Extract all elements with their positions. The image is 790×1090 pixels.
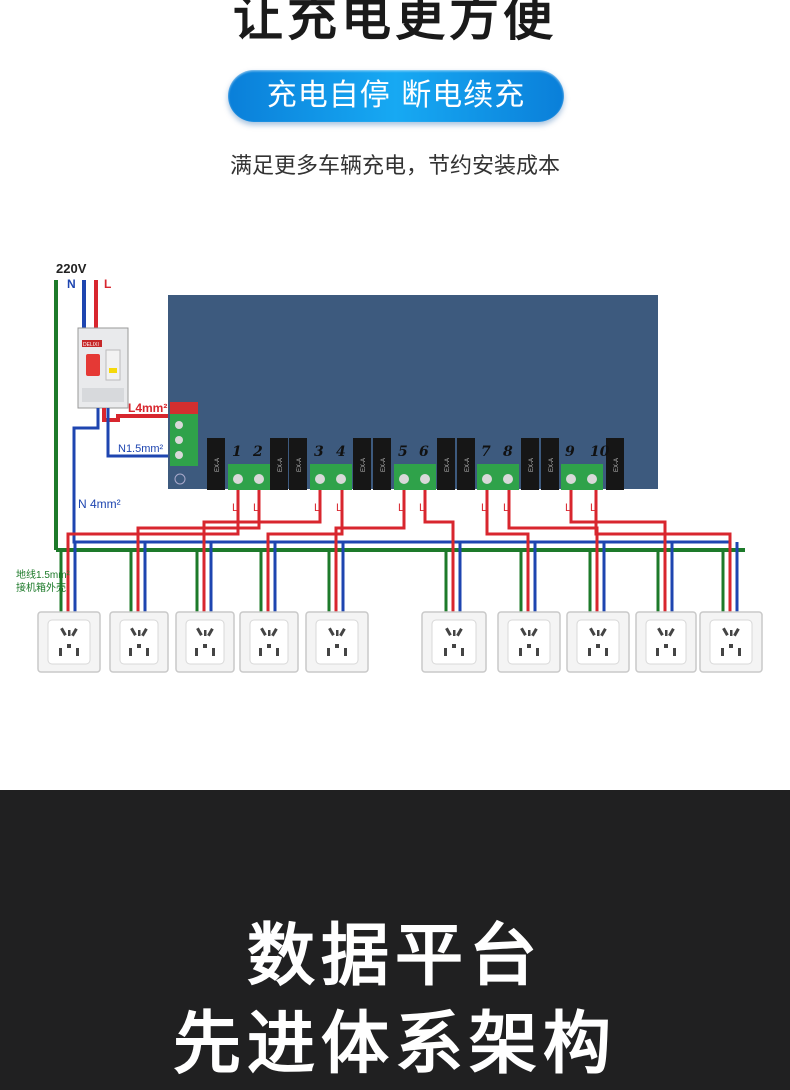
port-number-2: 2 xyxy=(252,444,263,460)
outlet-6 xyxy=(421,611,487,673)
terminal-2 xyxy=(310,464,352,490)
relay-label: EX-A xyxy=(614,458,620,472)
n4-label: N 4mm² xyxy=(78,497,121,511)
port-number-9: 9 xyxy=(565,444,575,460)
subline: 满足更多车辆充电，节约安装成本 xyxy=(229,154,560,179)
control-board xyxy=(168,295,658,489)
outlet-7 xyxy=(497,611,561,673)
top-section: 让充电更方便 充电自停 断电续充 满足更多车辆充电，节约安装成本 220V N … xyxy=(16,0,763,673)
port-number-7: 7 xyxy=(481,444,491,460)
voltage-label: 220V xyxy=(56,261,87,276)
n15-label: N1.5mm² xyxy=(118,443,164,455)
relay-6: EX-A xyxy=(437,438,455,490)
port-number-4: 4 xyxy=(336,444,346,460)
relay-1: EX-A xyxy=(207,438,225,490)
port-number-5: 5 xyxy=(398,444,408,460)
n-label: N xyxy=(67,277,76,291)
relay-3: EX-A xyxy=(289,438,307,490)
l-tag-10: L xyxy=(590,502,596,514)
l-label: L xyxy=(104,277,111,291)
l-tag-8: L xyxy=(503,502,509,514)
input-terminal xyxy=(170,402,198,485)
wiring-diagram: 220V N L DELIXI L4mm² N1.5mm² N 4mm² xyxy=(16,261,763,673)
dark-footer xyxy=(0,790,790,1090)
ground-label-2: 接机箱外壳 xyxy=(16,581,66,594)
port-number-6: 6 xyxy=(419,444,429,460)
relay-label: EX-A xyxy=(297,458,303,472)
relay-10: EX-A xyxy=(606,438,624,490)
l-tag-9: L xyxy=(565,502,571,514)
relay-label: EX-A xyxy=(381,458,387,472)
relay-9: EX-A xyxy=(541,438,559,490)
ground-label-1: 地线1.5mm² xyxy=(16,568,71,581)
breaker-brand: DELIXI xyxy=(83,342,99,348)
feature-pill: 充电自停 断电续充 xyxy=(228,70,564,122)
terminal-3 xyxy=(394,464,436,490)
relay-label: EX-A xyxy=(445,458,451,472)
l-tag-6: L xyxy=(419,502,425,514)
outlet-10 xyxy=(699,611,763,673)
terminal-4 xyxy=(477,464,519,490)
relay-label: EX-A xyxy=(215,458,221,472)
relay-5: EX-A xyxy=(373,438,391,490)
l-tag-7: L xyxy=(481,502,487,514)
port-number-8: 8 xyxy=(503,444,513,460)
relay-label: EX-A xyxy=(549,458,555,472)
outlet-8 xyxy=(566,611,630,673)
outlet-4 xyxy=(239,611,299,673)
relay-label: EX-A xyxy=(529,458,535,472)
relay-2: EX-A xyxy=(270,438,288,490)
port-number-3: 3 xyxy=(314,444,324,460)
relay-label: EX-A xyxy=(361,458,367,472)
relay-label: EX-A xyxy=(278,458,284,472)
l-tag-3: L xyxy=(314,502,320,514)
relay-8: EX-A xyxy=(521,438,539,490)
footer-title-2: 先进体系架构 xyxy=(172,1005,617,1084)
l4-label: L4mm² xyxy=(128,401,167,415)
footer-title-1: 数据平台 xyxy=(246,917,543,996)
l-tag-2: L xyxy=(253,502,259,514)
relay-4: EX-A xyxy=(353,438,371,490)
terminal-1 xyxy=(228,464,270,490)
port-number-1: 1 xyxy=(232,444,242,460)
relay-label: EX-A xyxy=(465,458,471,472)
l-tag-1: L xyxy=(232,502,238,514)
l-tag-5: L xyxy=(398,502,404,514)
outlet-3 xyxy=(175,611,235,673)
l-tag-4: L xyxy=(336,502,342,514)
outlet-1 xyxy=(37,611,101,673)
headline: 让充电更方便 xyxy=(233,0,557,47)
outlet-5 xyxy=(305,611,369,673)
port-number-10: 10 xyxy=(590,444,610,460)
terminal-5 xyxy=(561,464,603,490)
outlet-2 xyxy=(109,611,169,673)
outlet-9 xyxy=(635,611,697,673)
circuit-breaker: DELIXI xyxy=(77,327,129,409)
relay-7: EX-A xyxy=(457,438,475,490)
